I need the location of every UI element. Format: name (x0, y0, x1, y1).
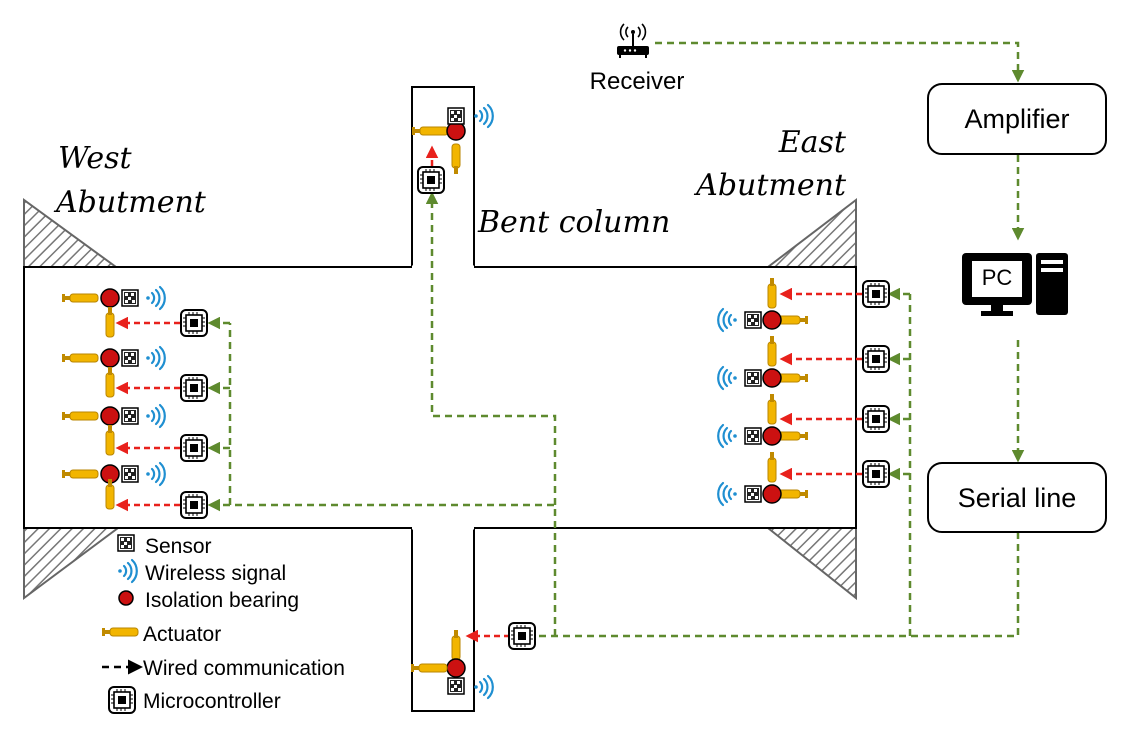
east-bearing-unit (717, 393, 890, 449)
router-icon (617, 23, 649, 58)
sensor-chip-icon (121, 407, 139, 425)
amplifier-label: Amplifier (964, 104, 1069, 134)
microcontroller-chip-icon (108, 686, 136, 714)
sensor-chip-icon (744, 369, 762, 387)
west-bearing-unit (61, 403, 208, 462)
sensor-chip-icon (121, 349, 139, 367)
sensor-chip-icon (447, 107, 465, 125)
isolation-bearing-icon (100, 348, 120, 368)
microcontroller-chip-icon (180, 309, 208, 337)
east-abutment-label-line2: Abutment (693, 168, 847, 203)
microcontroller-chip-icon (862, 460, 890, 488)
sensor-chip-icon (744, 311, 762, 329)
west-abutment-bottom-hatch (23, 527, 122, 600)
serial-line-box (927, 462, 1107, 533)
column-bottom-bearing-unit (410, 622, 536, 700)
microcontroller-chip-icon (508, 622, 536, 650)
isolation-bearing-icon (762, 484, 782, 504)
isolation-bearing-icon (446, 658, 466, 678)
sensor-chip-icon (744, 427, 762, 445)
green-wired-network (207, 41, 1025, 638)
sensor-chip-icon (447, 677, 465, 695)
wireless-signal-icon (117, 558, 138, 584)
legend-actuator: Actuator (143, 623, 221, 646)
microcontroller-chip-icon (862, 405, 890, 433)
column-top-bearing-unit (411, 103, 494, 194)
isolation-bearing-icon (118, 590, 134, 606)
microcontroller-chip-icon (180, 491, 208, 519)
serial-line-label: Serial line (958, 483, 1077, 513)
isolation-bearing-icon (762, 368, 782, 388)
red-wired-links (115, 145, 862, 643)
east-abutment-bottom-hatch (765, 527, 857, 601)
east-bearing-unit (717, 277, 890, 333)
isolation-bearing-icon (762, 310, 782, 330)
legend-sensor: Sensor (145, 535, 212, 558)
microcontroller-chip-icon (417, 166, 445, 194)
legend-bearing: Isolation bearing (145, 589, 299, 612)
sensor-chip-icon (121, 465, 139, 483)
wireless-signal-icon (473, 103, 494, 129)
legend: Sensor Wireless signal Isolation bearing… (101, 534, 345, 714)
sensor-chip-icon (121, 289, 139, 307)
bridge-deck (23, 266, 857, 529)
isolation-bearing-icon (100, 288, 120, 308)
east-abutment-top-hatch (765, 197, 857, 268)
legend-wireless: Wireless signal (145, 562, 286, 585)
receiver-label: Receiver (590, 68, 685, 95)
west-bearing-unit (61, 461, 208, 519)
west-bearing-unit (61, 285, 208, 338)
west-abutment-label-line1: West (58, 141, 133, 176)
east-bearing-unit (717, 335, 890, 391)
isolation-bearing-icon (100, 406, 120, 426)
sensor-chip-icon (117, 534, 135, 552)
amplifier-box (927, 83, 1107, 155)
microcontroller-chip-icon (862, 345, 890, 373)
west-abutment-label-line2: Abutment (53, 185, 207, 220)
microcontroller-chip-icon (862, 280, 890, 308)
isolation-bearing-icon (762, 426, 782, 446)
actuator-icon (101, 627, 139, 637)
legend-wired: Wired communication (143, 657, 345, 680)
east-abutment-label-line1: East (778, 125, 847, 160)
microcontroller-chip-icon (180, 434, 208, 462)
sensor-chip-icon (744, 485, 762, 503)
west-bearing-unit (61, 345, 208, 402)
east-bearing-unit (717, 451, 890, 507)
desktop-computer-icon (962, 253, 1068, 316)
wireless-signal-icon (473, 674, 494, 700)
legend-microcontroller: Microcontroller (143, 690, 281, 713)
pc-label: PC (982, 265, 1013, 290)
microcontroller-chip-icon (180, 374, 208, 402)
bent-column-label: Bent column (477, 205, 670, 240)
